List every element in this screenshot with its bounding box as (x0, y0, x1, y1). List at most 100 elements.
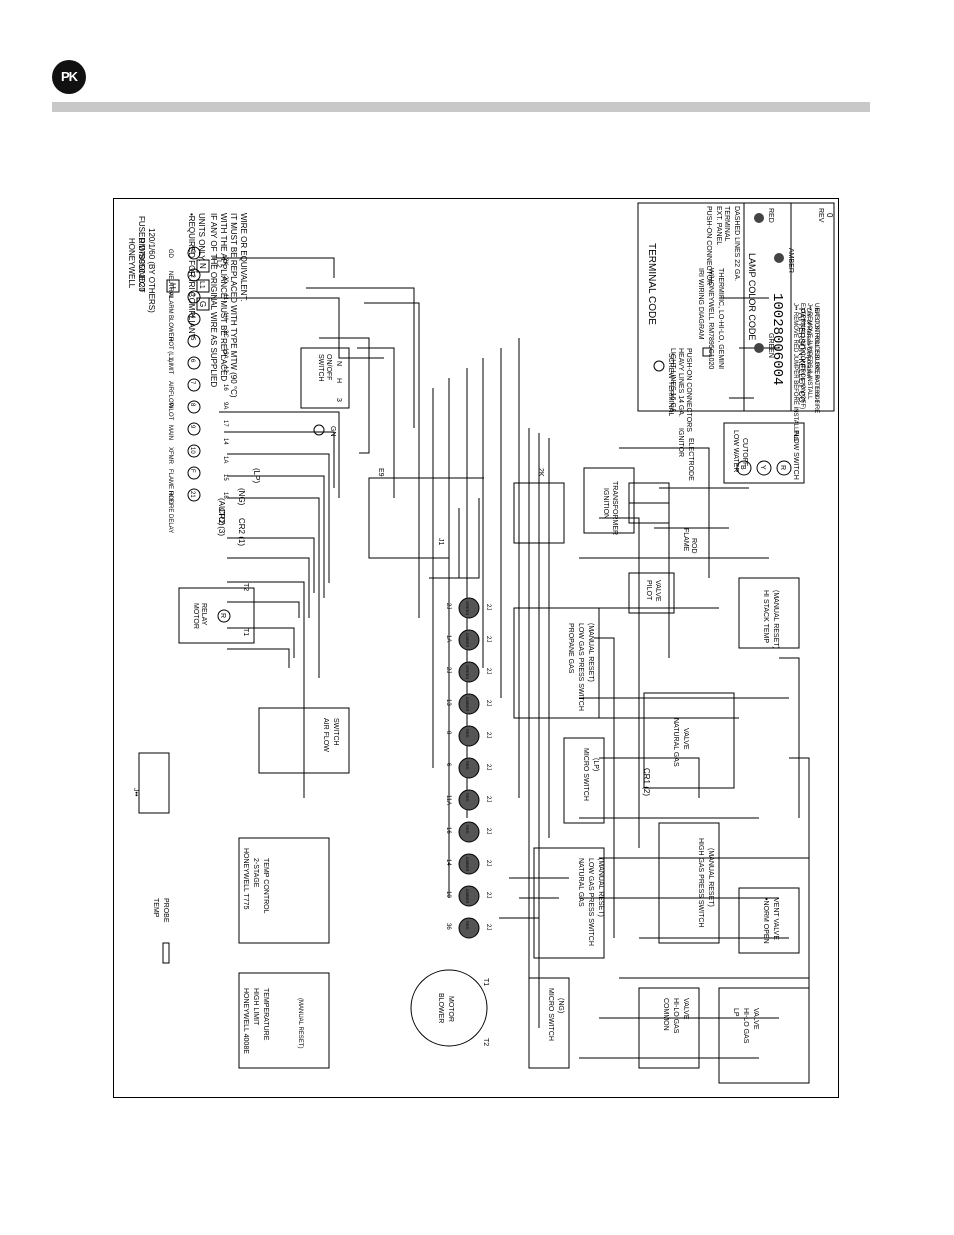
cr2-auto: (AUTO) (217, 498, 226, 526)
lamp-input-wire: 1A (445, 635, 451, 642)
rm-terminal-label: BLOWER (167, 315, 173, 342)
pilot-title1: PILOT (645, 580, 652, 601)
rm-terminal-label: FLAME ROD (167, 469, 173, 505)
blower-title1: BLOWER (437, 993, 444, 1023)
rm-terminal (187, 488, 201, 502)
legend-note1b: EXTERNAL UNIT CONTROL (ON/OFF) (799, 303, 805, 409)
ign-title2: TRANSFORMER (611, 481, 618, 535)
lamp-input-wire: 8 (445, 731, 451, 735)
lwco-title1: LOW WATER (732, 430, 739, 472)
rm-terminal-id: L2 (189, 271, 195, 278)
tc-title1: HONEYWELL T775 (242, 848, 249, 910)
legend-red: RED (767, 208, 774, 223)
lamp-input-wire: 6 (445, 763, 451, 767)
drawing-number: 10028006004 (769, 293, 785, 385)
pilot-title2: VALVE (654, 580, 661, 602)
note-l1: •REQUIRED FOR IRI COMPLIANT (187, 213, 196, 339)
indicator-lamp (458, 629, 480, 651)
fuse-title: FUSED DISCONECT (137, 216, 146, 293)
rm-terminal-id: 7 (189, 381, 195, 385)
motor-relay: MOTOR RELAY R T2 T1 (178, 583, 255, 644)
ign-title1: IGNITION (602, 488, 609, 519)
low-water-cutoff: LOW WATER CUTOFF B Y R FLOW SWITCH (723, 422, 805, 484)
wiring-diagram: FUSED DISCONECT 120/1/60 (BY OTHERS) H N… (127, 202, 835, 1084)
lamp-input-wire: 14 (445, 859, 451, 866)
relay-t2: T2 (242, 583, 249, 591)
jumper-label: J•• (132, 788, 139, 797)
rm-terminal-id: 10 (189, 447, 195, 454)
rm-terminal-label: GD (167, 249, 173, 259)
legend-push-on: PUSH-ON CONNECTOR (705, 206, 712, 285)
rm-terminal-label: HI FIRE DELAY (167, 491, 173, 533)
flame-rod-label2: ROD (690, 538, 697, 554)
rm-wire-label: 1H (222, 312, 228, 320)
legend-terminal-code: TERMINAL CODE (646, 243, 657, 325)
propane-title1: PROPANE GAS (567, 623, 574, 674)
rm-terminal-id: 5 (189, 337, 195, 341)
rm-terminal-id: 9 (189, 425, 195, 429)
legend-iri2: W/HONEYWELL RM7895C1020 (707, 268, 714, 369)
iri-note: •REQUIRED FOR IRI COMPLIANT UNITS ONLY. … (187, 213, 248, 398)
lamp-wire-label: 2J (485, 924, 491, 930)
rm-terminal (187, 268, 201, 282)
lamp-color-label: AMBER (465, 857, 470, 871)
rm-wire-label: 16 (222, 384, 228, 391)
rev-label: REV (817, 208, 824, 223)
rm-terminal-id: 6 (189, 359, 195, 363)
rm-terminal-label: PILOT (167, 403, 173, 421)
legend-dashed: DASHED LINES 22 GA. (733, 206, 740, 281)
legend-ext-panel: EXT. PANEL (715, 206, 722, 245)
indicator-lamp (458, 789, 480, 811)
flow-switch-label: FLOW SWITCH (792, 430, 799, 480)
rm-terminal-id: F (189, 469, 195, 473)
legend-light: LIGHT LINES 16 GA. (669, 348, 676, 414)
rm-terminal (187, 400, 201, 414)
header-bar (52, 102, 870, 112)
hl-title3: TEMPERATURE (262, 988, 269, 1041)
ngs-title3: (MANUAL RESET) (597, 858, 604, 917)
rm-wire-label: 13A (222, 348, 228, 359)
lamp-input-wire: 16 (445, 827, 451, 834)
ground-label: GN (329, 426, 336, 437)
lamp-wire-label: 2J (485, 700, 491, 706)
hi-stack-title2: (MANUAL RESET) (772, 590, 779, 649)
rm-wire-label: 17 (222, 420, 228, 427)
indicator-lamp (458, 885, 480, 907)
lamp-color-label: RED (465, 825, 470, 834)
rm-terminal-id: 21 (189, 491, 195, 498)
hilo-lp-title2: HI-LO GAS (742, 1008, 749, 1044)
vent-title1: •NORM OPEN (762, 898, 769, 944)
indicator-lamp (458, 757, 480, 779)
note-l3: IF ANY OF THE ORIGINAL WIRE AS SUPPLIED (209, 213, 218, 387)
rm-terminal (187, 290, 201, 304)
air-flow-switch: AIR FLOW SWITCH (258, 707, 350, 774)
hilo-common-title2: HI-LO GAS (672, 998, 679, 1034)
lamp-color-label: GREEN (465, 601, 470, 615)
rm-terminal-label: MAIN (167, 425, 173, 440)
cr2-contacts: (AUTO) CR2 (3) (NG) CR2 (1) (LP) (217, 468, 261, 546)
micro-ng-title1: MICRO SWITCH (547, 988, 554, 1041)
lamp-wire-label: 2J (485, 828, 491, 834)
rotated-diagram: FUSED DISCONECT 120/1/60 (BY OTHERS) H N… (127, 202, 835, 1084)
hl-title1: HONEYWELL 4008E (242, 988, 249, 1054)
rev-number: 0 (825, 213, 834, 218)
higas-title2: (MANUAL RESET) (707, 848, 714, 907)
airflow-title1: AIR FLOW (322, 718, 329, 752)
legend-screw: SCREW TERMINAL (667, 353, 674, 416)
rm-terminal-id: 3 (189, 293, 195, 297)
lamp-wire-label: 2J (485, 668, 491, 674)
plug-2k: 2K (537, 468, 544, 477)
lwco-title2: CUTOFF (741, 438, 748, 466)
note-l5: IT MUST BE REPLACED WITH TYPE MTW (90 °C… (229, 213, 238, 398)
company-name: PATTERSON-KELLEY CO. (797, 308, 806, 405)
ground-symbol (313, 424, 325, 436)
temp-probe: TEMP PROBE (152, 898, 170, 964)
cr2-ng: (NG) (237, 488, 246, 506)
company-logo: PK (52, 60, 86, 94)
rm-terminal-id: G (189, 249, 195, 254)
cr2-1: CR2 (1) (237, 518, 246, 546)
terminal-block-j1: J1 E9 (368, 468, 450, 559)
lwco-y: Y (759, 465, 766, 470)
rm-wire-label: 20 (222, 276, 228, 283)
